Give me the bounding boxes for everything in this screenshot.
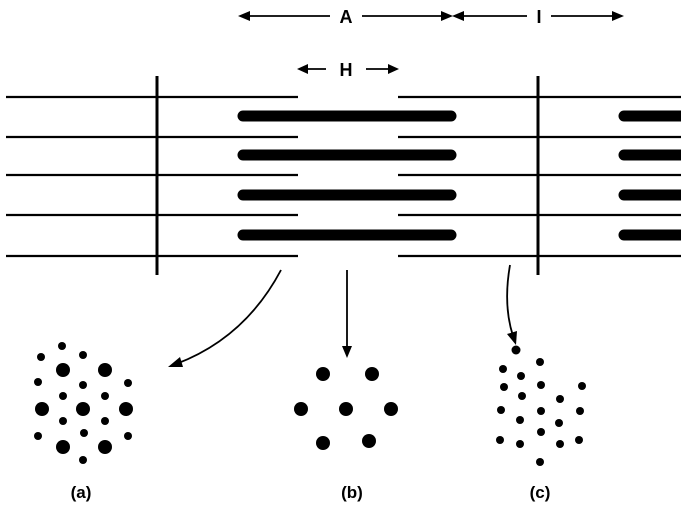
thin-filament-dot — [80, 429, 88, 437]
pointer-arrow-a — [168, 269, 282, 367]
thin-filament-dot — [536, 358, 544, 366]
h-zone-dimension: H — [297, 60, 399, 80]
thin-filament-dot — [537, 407, 545, 415]
a-band-label: A — [340, 7, 353, 27]
thin-filament-dot — [34, 432, 42, 440]
thin-filament-dot — [556, 395, 564, 403]
thin-filament-dot — [101, 417, 109, 425]
thin-filament-dot — [516, 416, 524, 424]
thin-filament-dot — [124, 432, 132, 440]
thin-filament-dot — [497, 406, 505, 414]
thin-filament-dot — [500, 383, 508, 391]
thin-filament-dot — [537, 381, 545, 389]
thin-filament-dot — [511, 345, 521, 355]
h-zone-label: H — [340, 60, 353, 80]
thin-filament-dot — [37, 353, 45, 361]
thick-filament-dot — [35, 402, 49, 416]
thin-filament-dot — [79, 381, 87, 389]
thin-filament-dot — [556, 440, 564, 448]
thin-filament-dot — [575, 436, 583, 444]
thick-filament-dot — [339, 402, 353, 416]
thin-filament-dot — [79, 456, 87, 464]
thick-filament-dot — [56, 440, 70, 454]
thin-filament-dot — [59, 417, 67, 425]
thin-filament-dot — [537, 428, 545, 436]
thick-filament-dot — [362, 434, 376, 448]
thin-filament-dot — [576, 407, 584, 415]
a-band-dimension: A — [238, 7, 453, 27]
thin-filament-dot — [34, 378, 42, 386]
thin-filament-dot — [518, 392, 526, 400]
thick-filament-dot — [98, 440, 112, 454]
thick-filament-dot — [384, 402, 398, 416]
panel-label-c: (c) — [530, 483, 551, 502]
thin-filaments — [6, 95, 681, 258]
cross-section-a — [34, 342, 133, 464]
thick-filament-dot — [316, 436, 330, 450]
thin-filament-dot — [578, 382, 586, 390]
thick-filament-dot — [56, 363, 70, 377]
thin-filament-dot — [516, 440, 524, 448]
thin-filament-dot — [79, 351, 87, 359]
thin-filament-dot — [499, 365, 507, 373]
thin-filament-dot — [496, 436, 504, 444]
i-band-dimension: I — [452, 7, 624, 27]
thin-filament-dot — [124, 379, 132, 387]
thick-filament-dot — [294, 402, 308, 416]
cross-section-b — [294, 367, 398, 450]
panel-label-b: (b) — [341, 483, 363, 502]
thin-filament-dot — [101, 392, 109, 400]
pointer-arrow-c — [506, 264, 517, 345]
i-band-label: I — [536, 7, 541, 27]
pointer-arrow-b — [342, 270, 352, 358]
thick-filaments — [237, 110, 681, 241]
thin-filament-dot — [536, 458, 544, 466]
thick-filament-dot — [119, 402, 133, 416]
thick-filament-dot — [365, 367, 379, 381]
thick-filament-dot — [98, 363, 112, 377]
thin-filament-dot — [59, 392, 67, 400]
thick-filament-dot — [316, 367, 330, 381]
thin-filament-dot — [555, 419, 563, 427]
cross-section-c — [496, 345, 586, 466]
thick-filament-dot — [76, 402, 90, 416]
thin-filament-dot — [517, 372, 525, 380]
panel-label-a: (a) — [71, 483, 92, 502]
thin-filament-dot — [58, 342, 66, 350]
